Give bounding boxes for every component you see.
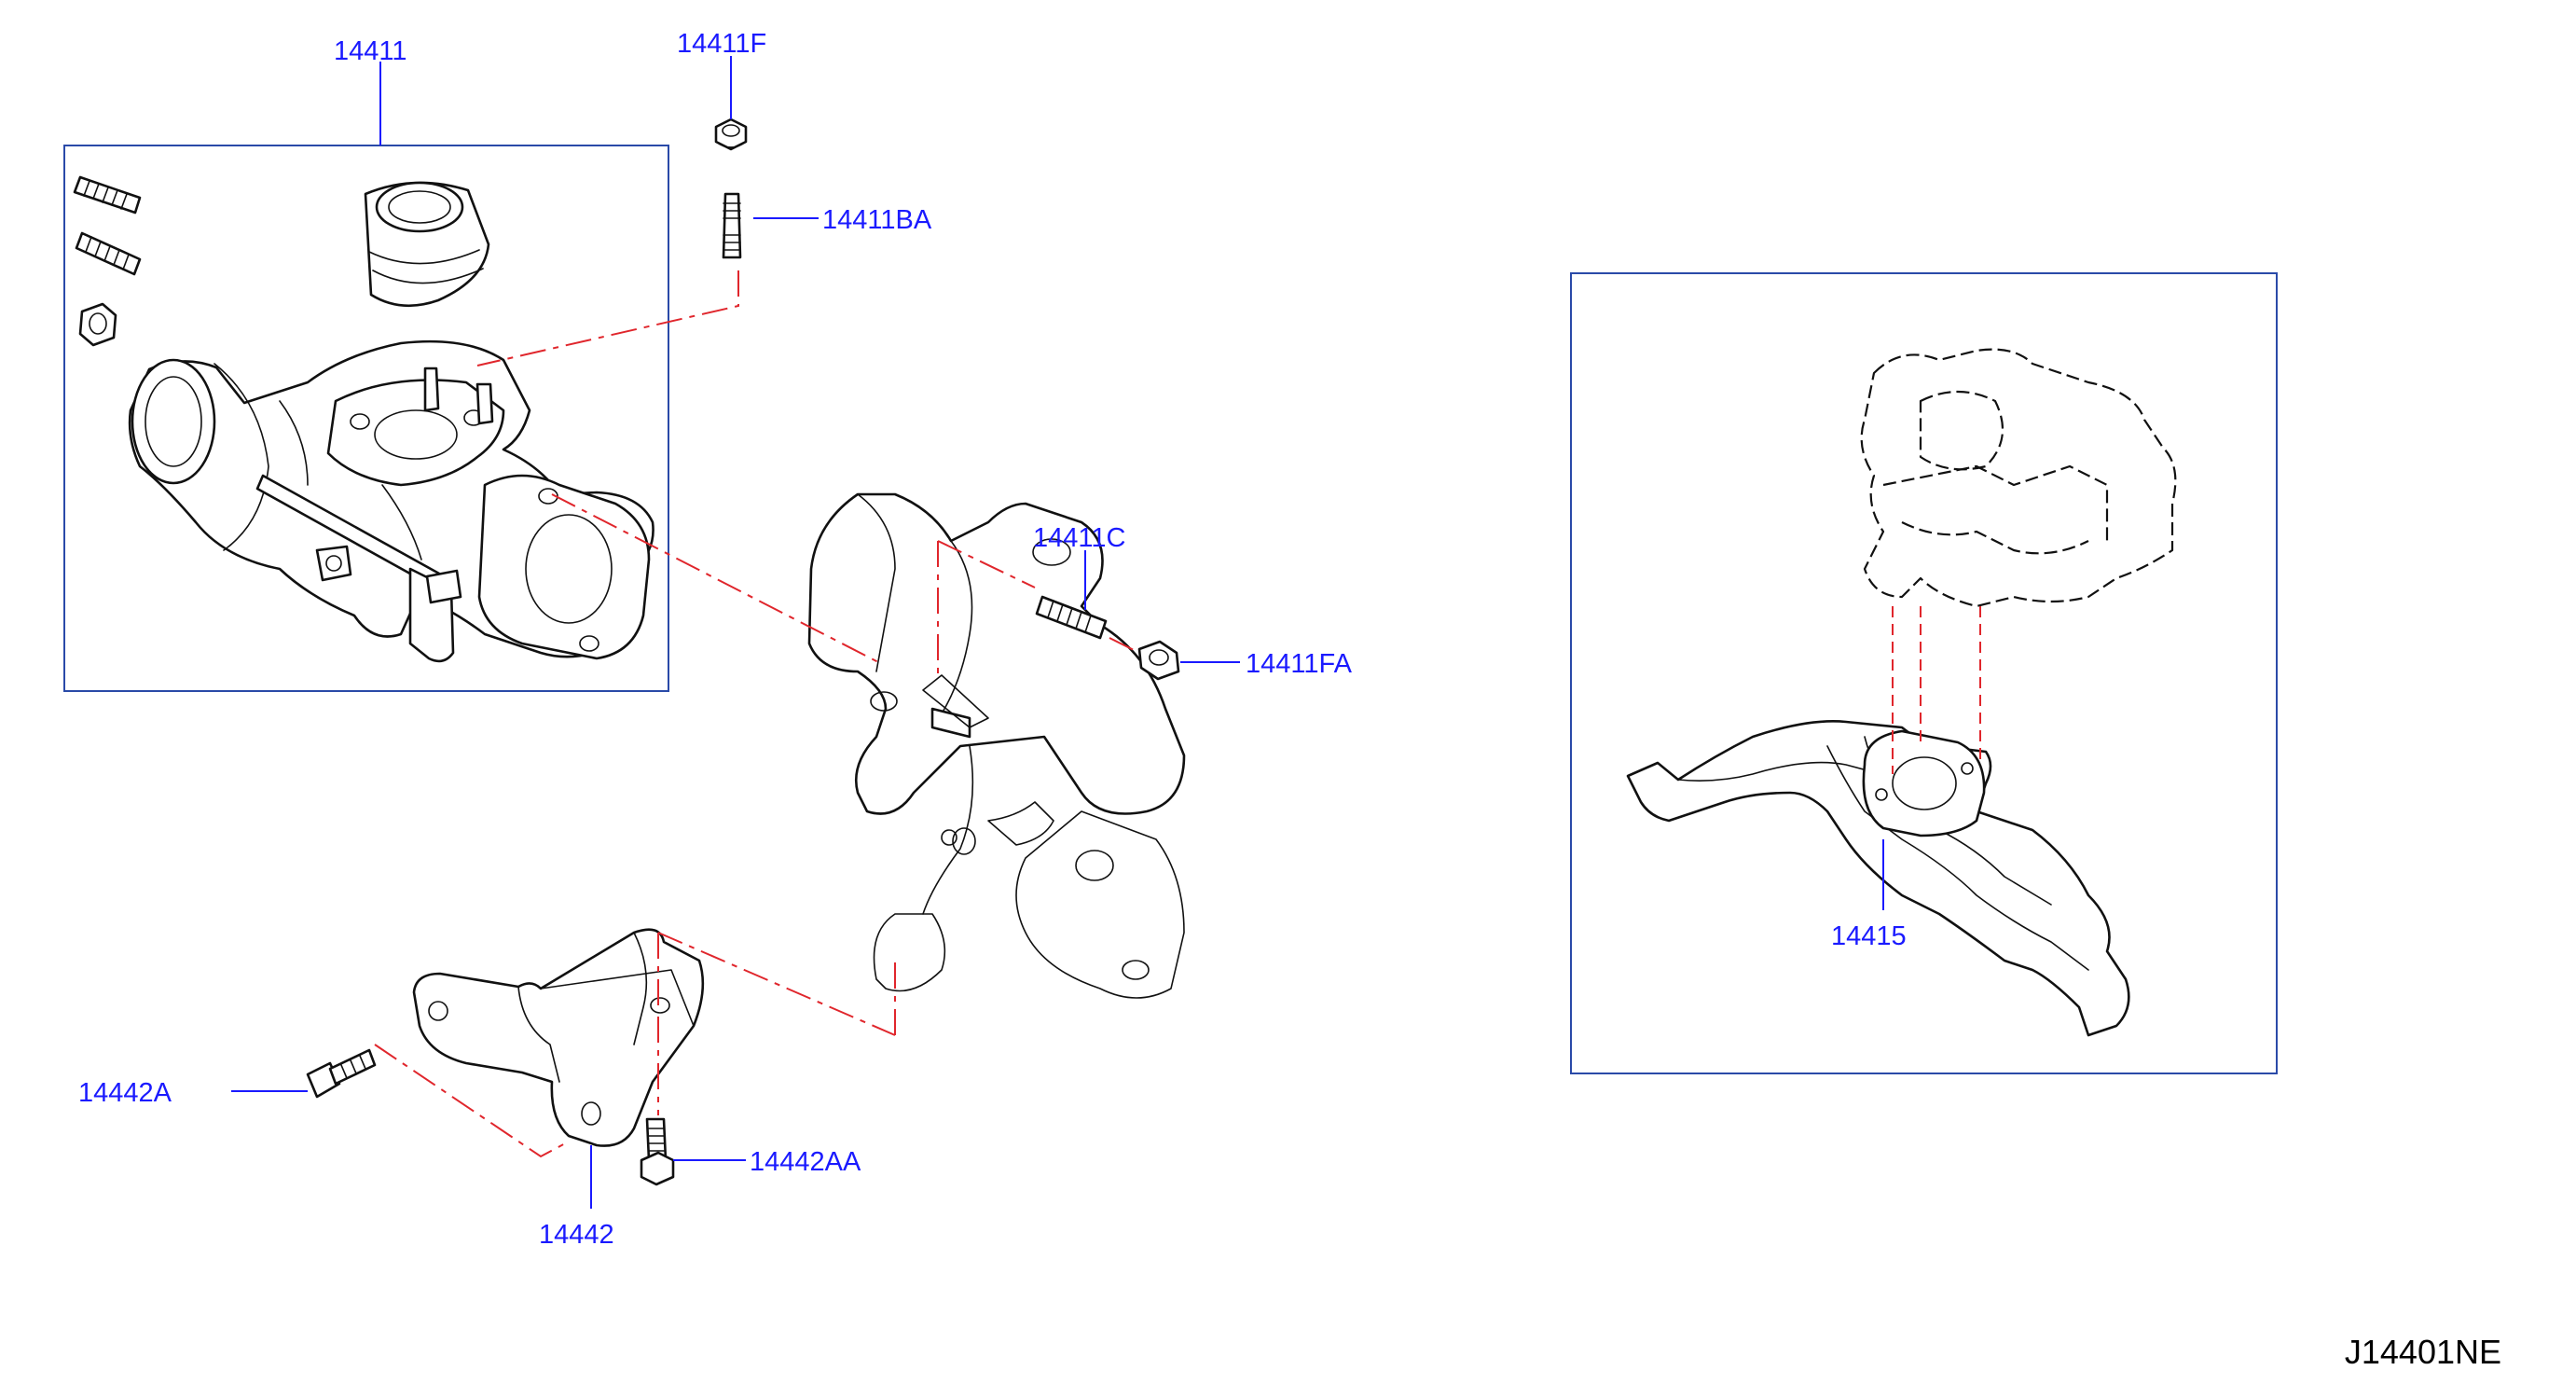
label-14442AA: 14442AA	[750, 1147, 861, 1177]
stud-14411BA-part[interactable]	[722, 192, 742, 259]
flange-nut-14411F-part[interactable]	[714, 118, 748, 151]
engine-phantom-sketch	[1860, 348, 2177, 608]
turbocharger-part[interactable]	[73, 175, 654, 663]
bolt-14442A-part[interactable]	[306, 1048, 377, 1099]
phantom-lines	[374, 270, 1981, 1158]
bracket-14442-part[interactable]	[412, 928, 705, 1147]
label-14411BA: 14411BA	[822, 205, 932, 235]
label-14442A: 14442A	[78, 1078, 172, 1108]
exhaust-manifold-part[interactable]	[807, 492, 1186, 999]
stud-upper-icon	[73, 175, 142, 215]
label-14411FA: 14411FA	[1246, 649, 1353, 679]
label-14411C: 14411C	[1033, 523, 1125, 553]
label-14415: 14415	[1831, 921, 1907, 951]
stud-lower-icon	[75, 231, 142, 276]
diagram-code: J14401NE	[2345, 1333, 2501, 1371]
flange-nut-14411FA-part[interactable]	[1137, 640, 1180, 681]
label-14411: 14411	[334, 36, 407, 66]
nut-icon	[78, 302, 117, 347]
leader-lines	[231, 56, 1884, 1209]
label-14442: 14442	[539, 1220, 614, 1250]
label-14411F: 14411F	[677, 29, 766, 59]
bolt-14442AA-part[interactable]	[640, 1117, 675, 1186]
heat-shield-14415-part[interactable]	[1626, 720, 2130, 1037]
turbo-assembly-box	[63, 145, 669, 692]
heat-shield-detail-box	[1570, 272, 2278, 1074]
stud-14411C-part[interactable]	[1035, 595, 1108, 640]
